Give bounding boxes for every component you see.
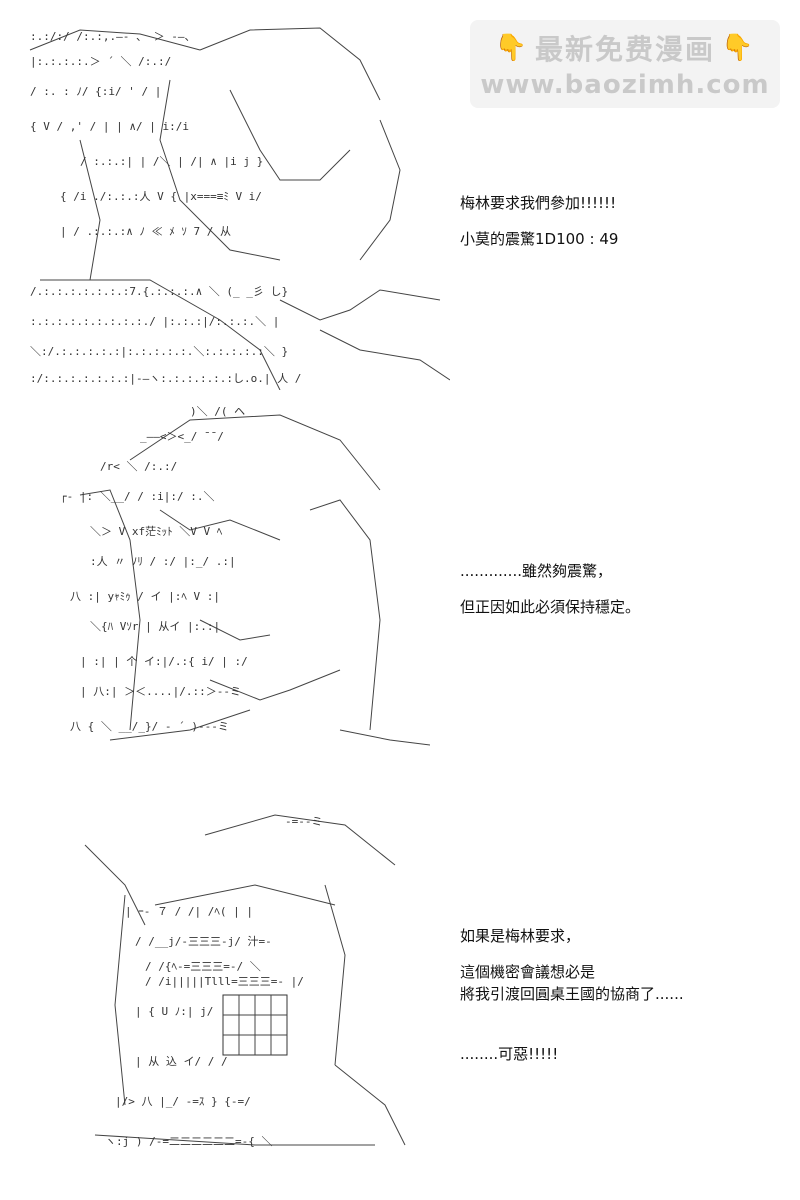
svg-text:)＼ /( ヘ: )＼ /( ヘ xyxy=(190,405,245,418)
ascii-art-drawing: )＼ /( ヘ _——<＞<_/ ̄ ̄ / /r< ＼ /:.:/ ┌‐ |:… xyxy=(60,405,430,746)
svg-text:{ V / ,' / | | ∧/ | i:/i: { V / ,' / | | ∧/ | i:/i xyxy=(30,120,189,133)
ascii-art-panel-2: )＼ /( ヘ _——<＞<_/ ̄ ̄ / /r< ＼ /:.:/ ┌‐ |:… xyxy=(50,400,430,750)
svg-text:/ :.:.:| | /＼ | /| ∧ |i j }: / :.:.:| | /＼ | /| ∧ |i j } xyxy=(80,155,263,168)
svg-text:| { U ﾉ:| j/: | { U ﾉ:| j/ xyxy=(135,1005,213,1018)
svg-text:/ /__j/-三三三-j/ 汁=-: / /__j/-三三三-j/ 汁=- xyxy=(135,935,272,948)
watermark-title-row: 👇 最新免费漫画 👇 xyxy=(495,28,756,68)
svg-text:| :| | 个 イ:|/.:{ i/ | :/: | :| | 个 イ:|/.:{ i/ | :/ xyxy=(80,655,248,668)
ascii-art-drawing: :.:/:/ /:.:,.—‐ 、 ＞ ‐—、 |:.:.:.:.＞ ´ ＼ /… xyxy=(29,27,450,390)
svg-text:/.:.:.:.:.:.:.:7.{.:.:.:.∧ ＼ (: /.:.:.:.:.:.:.:7.{.:.:.:.∧ ＼ (_ _彡 し} xyxy=(30,285,288,298)
dialogue-panel-3: 如果是梅林要求， 這個機密會議想必是 將我引渡回圓桌王國的協商了...... .… xyxy=(460,925,780,1079)
watermark-url: www.baozimh.com xyxy=(480,70,770,100)
svg-text:/ :. : ﾉ/ {:i/ ' / |: / :. : ﾉ/ {:i/ ' / | xyxy=(30,85,161,98)
svg-text::.:/:/ /:.:,.—‐ 、 ＞ ‐—、: :.:/:/ /:.:,.—‐ 、 ＞ ‐—、 xyxy=(30,30,195,43)
dialogue-panel-2: .............雖然夠震驚， 但正因如此必須保持穩定。 xyxy=(460,560,780,632)
svg-text:{ /i ./:.:.:人 V { |x===≡ﾐ V i/: { /i ./:.:.:人 V { |x===≡ﾐ V i/ xyxy=(60,190,262,203)
svg-text:-=--ミ: -=--ミ xyxy=(285,815,323,828)
pointing-hand-icon: 👇 xyxy=(494,33,529,63)
dialogue-line: 梅林要求我們參加!!!!!! xyxy=(460,194,617,212)
svg-text:| 从 込 イ/ / /: | 从 込 イ/ / / xyxy=(135,1055,228,1068)
svg-text:＼{ﾊ Vｿr | 从イ |:.:|: ＼{ﾊ Vｿr | 从イ |:.:| xyxy=(90,620,220,633)
pointing-hand-icon: 👇 xyxy=(721,33,756,63)
svg-text:|/> 八 |_/ ‐=ｽ } {‐=/: |/> 八 |_/ ‐=ｽ } {‐=/ xyxy=(115,1095,251,1108)
ascii-art-drawing: -=--ミ | ｰ‐ ７ / /| /ﾍ( | | / /__j/-三三三-j/… xyxy=(84,814,406,1148)
watermark-title: 最新免费漫画 xyxy=(534,33,715,66)
dialogue-line: .............雖然夠震驚， xyxy=(460,562,612,580)
svg-text:＼＞ V xf茫ﾐｯﾄ ＼V V ﾍ: ＼＞ V xf茫ﾐｯﾄ ＼V V ﾍ xyxy=(90,524,223,538)
svg-text:/ /{ﾍ‐=三三三=-/ ＼: / /{ﾍ‐=三三三=-/ ＼ xyxy=(145,960,261,973)
dialogue-line: 但正因如此必須保持穩定。 xyxy=(460,598,641,616)
svg-text:ヽ:j ) /‐=二二二二二二=‐{ ＼: ヽ:j ) /‐=二二二二二二=‐{ ＼ xyxy=(105,1135,272,1148)
svg-text::.:.:.:.:.:.:.:.:./ |:.:.:|/:.: :.:.:.:.:.:.:.:.:./ |:.:.:|/:.:.:.＼ | xyxy=(30,315,279,328)
svg-text:| 八:| ＞＜....|/.::＞‐‐ミ: | 八:| ＞＜....|/.::＞‐‐ミ xyxy=(80,685,241,698)
dialogue-line: 這個機密會議想必是 將我引渡回圓桌王國的協商了...... xyxy=(460,963,684,1003)
svg-text::/:.:.:.:.:.:.:|‐—ヽ:.:.:.:.:.:: :/:.:.:.:.:.:.:|‐—ヽ:.:.:.:.:.:し.o.| 人 / xyxy=(30,372,301,385)
dialogue-line: ........可惡!!!!! xyxy=(460,1045,559,1063)
svg-text::人 〃 ﾉﾘ / :/ |:_/ .:|: :人 〃 ﾉﾘ / :/ |:_/ .:| xyxy=(90,555,236,568)
watermark-banner: 👇 最新免费漫画 👇 www.baozimh.com xyxy=(470,20,780,108)
svg-text:| ｰ‐ ７ / /| /ﾍ( | |: | ｰ‐ ７ / /| /ﾍ( | | xyxy=(125,905,253,918)
svg-text:八 :| yｬﾐｩ / イ |:ﾍ V :|: 八 :| yｬﾐｩ / イ |:ﾍ V :| xyxy=(70,590,220,603)
dialogue-line: 如果是梅林要求， xyxy=(460,927,581,945)
ascii-art-panel-1: :.:/:/ /:.:,.—‐ 、 ＞ ‐—、 |:.:.:.:.＞ ´ ＼ /… xyxy=(20,20,450,390)
svg-text:八 { ＼ __/_}/ ‐ ´ )‐‐‐ミ: 八 { ＼ __/_}/ ‐ ´ )‐‐‐ミ xyxy=(70,720,229,733)
svg-text:＼:/.:.:.:.:.:|:.:.:.:.:.＼:.:.:: ＼:/.:.:.:.:.:|:.:.:.:.:.＼:.:.:.:.:＼ } xyxy=(30,345,288,358)
svg-text:┌‐ |: ＼__/ / :i|:/ :.＼: ┌‐ |: ＼__/ / :i|:/ :.＼ xyxy=(60,490,214,503)
svg-text:| / .:.:.:∧ ﾉ ≪ ﾒ ｿ 7 / 从: | / .:.:.:∧ ﾉ ≪ ﾒ ｿ 7 / 从 xyxy=(60,225,231,238)
svg-text:_——<＞<_/ ̄ ̄ /: _——<＞<_/ ̄ ̄ / xyxy=(140,430,224,443)
svg-text:/ /i|||||Tlll=三三三=‐ |/: / /i|||||Tlll=三三三=‐ |/ xyxy=(145,975,304,988)
svg-text:/r< ＼ /:.:/: /r< ＼ /:.:/ xyxy=(100,460,177,473)
svg-text:|:.:.:.:.＞ ´ ＼ /:.:/: |:.:.:.:.＞ ´ ＼ /:.:/ xyxy=(30,55,171,68)
dialogue-line: 小莫的震驚1D100 : 49 xyxy=(460,230,619,248)
ascii-art-panel-3: -=--ミ | ｰ‐ ７ / /| /ﾍ( | | / /__j/-三三三-j/… xyxy=(55,805,415,1155)
dialogue-panel-1: 梅林要求我們參加!!!!!! 小莫的震驚1D100 : 49 xyxy=(460,192,780,264)
